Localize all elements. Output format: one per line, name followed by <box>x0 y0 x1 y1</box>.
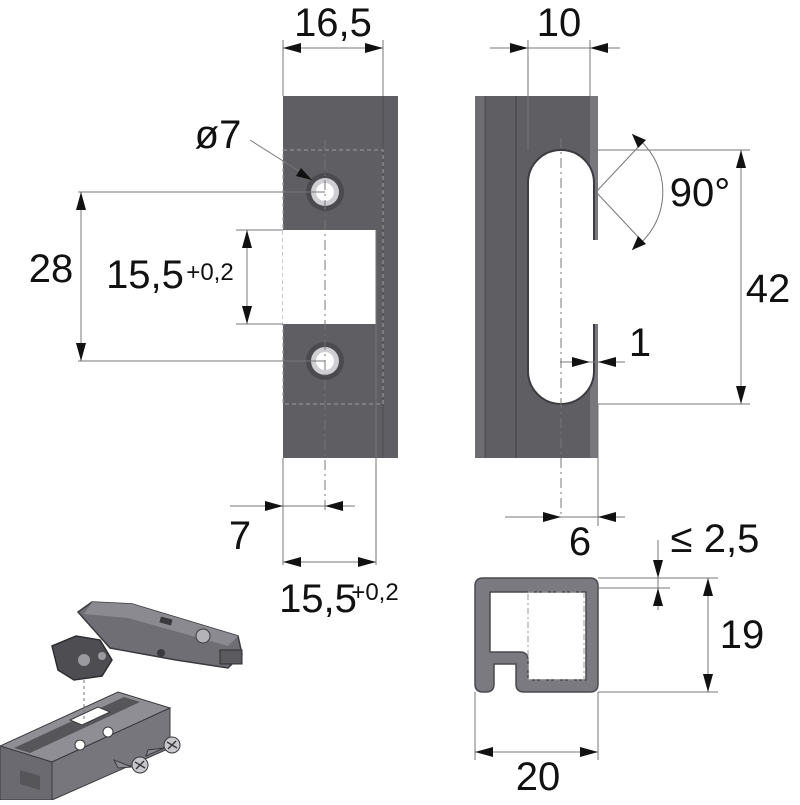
hole-spacing-label: 28 <box>29 247 74 291</box>
profile-illustration <box>0 680 172 801</box>
angle-label: 90° <box>670 171 731 215</box>
cutout-height-label: 15,5 <box>106 253 184 297</box>
lip-label: ≤ 2,5 <box>671 517 760 561</box>
hole-offset-label: 7 <box>229 514 251 558</box>
cutout-width-tolerance: +0,2 <box>351 579 398 606</box>
section-view <box>474 577 599 693</box>
side-width-label: 10 <box>537 1 582 45</box>
screw-icon <box>112 736 181 774</box>
side-dimensions: 10 90° 42 1 6 <box>490 1 790 564</box>
front-view <box>282 96 398 565</box>
front-cutout <box>283 230 376 324</box>
slot-length-label: 42 <box>746 267 791 311</box>
side-view <box>475 96 598 518</box>
hole-diameter-label: ø7 <box>195 113 242 157</box>
cutout-width-label: 15,5 <box>279 577 357 621</box>
front-width-label: 16,5 <box>294 1 372 45</box>
cutout-height-tolerance: +0,2 <box>186 259 233 286</box>
section-width-label: 20 <box>516 755 561 799</box>
section-height-label: 19 <box>720 613 765 657</box>
front-dimensions: 16,5 ø7 28 15,5 +0,2 7 15,5 +0,2 <box>29 1 399 621</box>
slot-offset-label: 6 <box>569 520 591 564</box>
wall-thickness-label: 1 <box>629 321 651 365</box>
section-profile <box>474 577 599 693</box>
section-dimensions: ≤ 2,5 19 20 <box>474 517 765 799</box>
hinge-illustration <box>51 601 243 681</box>
